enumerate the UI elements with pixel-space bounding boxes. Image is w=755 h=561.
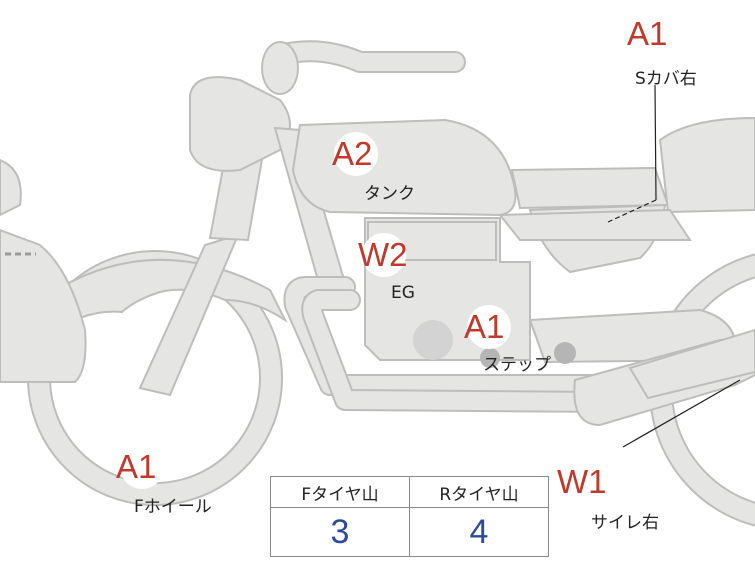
point-bubble [632, 12, 676, 56]
table-row: 3 4 [270, 507, 549, 557]
point-label: タンク [364, 184, 415, 204]
leader-line-muffler [622, 379, 741, 448]
point-bubble [561, 460, 605, 504]
front-tire-value: 3 [270, 507, 410, 557]
point-code: A1 [627, 15, 668, 52]
rear-tire-header: Rタイヤ山 [409, 476, 549, 508]
point-bubble [334, 132, 378, 176]
point-code: A2 [332, 135, 373, 172]
point-bubble [362, 233, 406, 277]
rear-tire-value: 4 [409, 507, 549, 557]
point-bubble [120, 445, 164, 489]
muffler-end-shape [628, 328, 755, 400]
front-tire-header: Fタイヤ山 [270, 476, 410, 508]
point-code: A1 [464, 308, 505, 345]
point-label: EG [391, 283, 415, 303]
point-code: W1 [557, 463, 607, 500]
rear-frame-shape [497, 208, 692, 241]
point-code: W2 [358, 236, 408, 273]
point-code: A1 [116, 448, 157, 485]
rear-cowl-shape [658, 116, 755, 214]
leader-line-s-cover [654, 84, 657, 201]
point-label: サイレ右 [591, 513, 659, 533]
left-cowl-shape [0, 158, 22, 217]
table-header-row: Fタイヤ山 Rタイヤ山 [270, 476, 549, 508]
point-label: Sカバ右 [635, 69, 697, 89]
tire-tread-table: Fタイヤ山 Rタイヤ山 3 4 [270, 476, 549, 557]
point-bubble [467, 305, 511, 349]
point-label: Fホイール [134, 497, 212, 517]
front-fender-shape [37, 258, 288, 323]
left-panel-shape [0, 228, 87, 383]
point-label: ステップ [483, 355, 551, 375]
headlight-shape [189, 76, 291, 172]
seat-shape [510, 166, 670, 210]
